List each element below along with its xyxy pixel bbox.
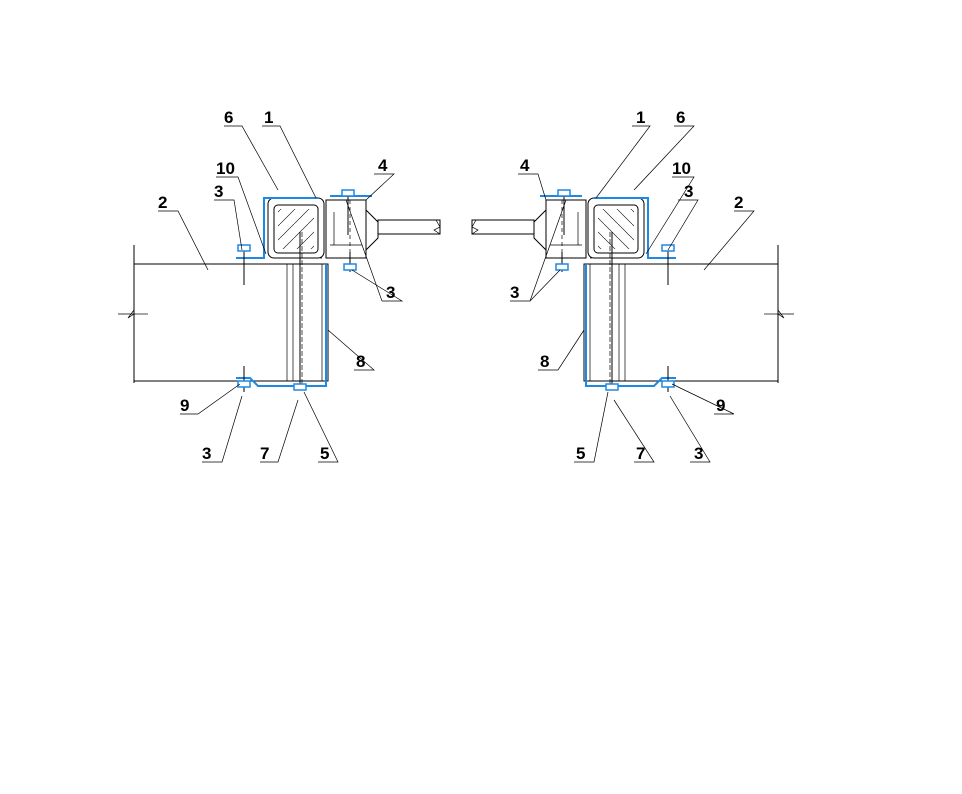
left-callout-6: 6 (224, 108, 233, 127)
left-callout-3-right: 3 (386, 283, 395, 302)
right-callout-2: 2 (734, 193, 743, 212)
left-callout-8: 8 (356, 352, 365, 371)
right-callout-7: 7 (636, 444, 645, 463)
left-callout-3-bottom: 3 (202, 444, 211, 463)
left-callout-1: 1 (264, 108, 273, 127)
right-callout-6: 6 (676, 108, 685, 127)
left-callout-9: 9 (180, 396, 189, 415)
right-callout-8: 8 (540, 352, 549, 371)
left-callout-10: 10 (216, 159, 235, 178)
left-leaders (158, 125, 404, 463)
right-callout-4: 4 (520, 156, 530, 175)
right-callout-1: 1 (636, 108, 645, 127)
right-callout-9: 9 (716, 396, 725, 415)
left-callout-7: 7 (260, 444, 269, 463)
right-callout-10: 10 (672, 159, 691, 178)
right-callout-5: 5 (576, 444, 585, 463)
right-callout-3-top: 3 (684, 182, 693, 201)
right-leaders (510, 125, 755, 463)
left-callout-2: 2 (158, 193, 167, 212)
left-callout-5: 5 (320, 444, 329, 463)
left-callout-4: 4 (378, 156, 388, 175)
right-callout-3-left: 3 (510, 283, 519, 302)
left-callout-3-top: 3 (214, 182, 223, 201)
right-callout-3-bottom: 3 (694, 444, 703, 463)
